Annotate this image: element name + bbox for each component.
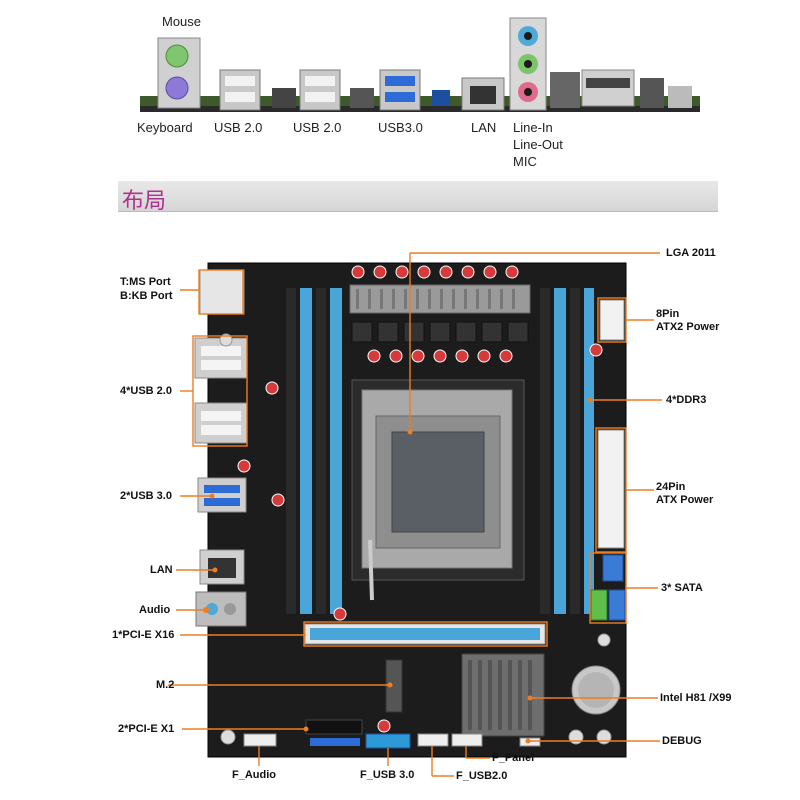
label-keyboard: Keyboard — [137, 120, 193, 135]
label-kb-port: B:KB Port — [120, 290, 173, 302]
label-usb30: USB3.0 — [378, 120, 423, 135]
label-mouse: Mouse — [162, 14, 202, 29]
label-chipset: Intel H81 /X99 — [660, 692, 732, 704]
callout-dots — [203, 397, 593, 744]
label-lga2011: LGA 2011 — [666, 247, 716, 259]
section-title: 布局 — [122, 189, 167, 214]
label-8pin: 8Pin — [656, 308, 680, 320]
label-atx2-power: ATX2 Power — [656, 321, 720, 333]
label-pcie-x16: 1*PCI-E X16 — [112, 629, 175, 641]
label-usb20-b: USB 2.0 — [293, 120, 342, 135]
label-debug: DEBUG — [662, 735, 702, 747]
rear-io-panel — [140, 17, 700, 112]
label-4-usb20: 4*USB 2.0 — [120, 385, 172, 397]
label-line-out: Line-Out — [513, 137, 563, 152]
label-3-sata: 3* SATA — [661, 582, 703, 594]
motherboard-board — [194, 262, 627, 758]
label-f-usb30: F_USB 3.0 — [360, 769, 415, 781]
section-header: 布局 — [118, 181, 718, 214]
label-m2: M.2 — [156, 679, 175, 691]
callout-lines — [168, 252, 662, 777]
label-f-audio: F_Audio — [232, 769, 276, 781]
label-audio: Audio — [139, 604, 171, 616]
label-ms-port: T:MS Port — [120, 276, 171, 288]
label-mic: MIC — [513, 154, 537, 169]
label-4-ddr3: 4*DDR3 — [666, 394, 707, 406]
label-24pin: 24Pin — [656, 481, 686, 493]
label-atx-power: ATX Power — [656, 494, 714, 506]
label-lan-top: LAN — [471, 120, 497, 135]
label-2-usb30: 2*USB 3.0 — [120, 490, 172, 502]
label-line-in: Line-In — [513, 120, 553, 135]
label-usb20-a: USB 2.0 — [214, 120, 263, 135]
label-f-usb20: F_USB2.0 — [456, 770, 508, 782]
label-pcie-x1: 2*PCI-E X1 — [118, 723, 175, 735]
label-lan-left: LAN — [150, 564, 173, 576]
label-f-panel: F_Panel — [492, 752, 535, 764]
